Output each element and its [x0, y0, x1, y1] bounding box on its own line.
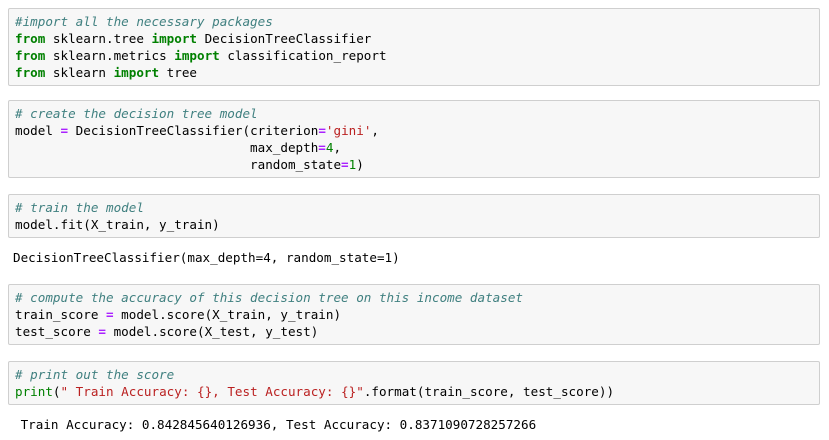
code-token: = [60, 123, 69, 138]
code-line: max_depth=4, [15, 139, 813, 156]
code-token: = [318, 123, 326, 138]
code-token: model.fit(X_train, y_train) [15, 217, 220, 232]
code-token: 4 [325, 140, 334, 155]
code-token: random_state [15, 157, 342, 172]
code-token: test_score [15, 324, 99, 339]
code-cell-train[interactable]: # train the model model.fit(X_train, y_t… [8, 194, 820, 238]
code-token: import [151, 31, 198, 46]
code-token: ) [356, 157, 364, 172]
code-token: = [98, 324, 106, 339]
code-cell-score[interactable]: # compute the accuracy of this decision … [8, 284, 820, 345]
code-token: max_depth [15, 140, 319, 155]
code-token: # train the model [15, 200, 144, 215]
code-token: print [15, 384, 53, 399]
code-line: #import all the necessary packages [15, 13, 813, 30]
code-token: from [15, 48, 46, 63]
output-print: Train Accuracy: 0.842845640126936, Test … [13, 417, 537, 432]
code-line: test_score = model.score(X_test, y_test) [15, 323, 813, 340]
code-line: # create the decision tree model [15, 105, 813, 122]
code-token: sklearn [45, 65, 114, 80]
code-line: # print out the score [15, 366, 813, 383]
code-token: 'gini' [325, 123, 372, 138]
code-token: 1 [348, 157, 357, 172]
code-line: from sklearn import tree [15, 64, 813, 81]
code-line: train_score = model.score(X_train, y_tra… [15, 306, 813, 323]
code-token: = [318, 140, 326, 155]
code-token: model [15, 123, 61, 138]
code-token: sklearn.tree [45, 31, 152, 46]
code-token: # compute the accuracy of this decision … [15, 290, 523, 305]
code-token: DecisionTreeClassifier [197, 31, 372, 46]
code-token: " Train Accuracy: {}, Test Accuracy: {}" [60, 384, 364, 399]
code-line: from sklearn.tree import DecisionTreeCla… [15, 30, 813, 47]
code-token: .format(train_score, test_score)) [363, 384, 615, 399]
code-token: = [106, 307, 114, 322]
code-line: model.fit(X_train, y_train) [15, 216, 813, 233]
output-train: DecisionTreeClassifier(max_depth=4, rand… [13, 250, 400, 265]
code-cell-create-model[interactable]: # create the decision tree model model =… [8, 100, 820, 178]
code-token: tree [159, 65, 198, 80]
code-token: # create the decision tree model [15, 106, 258, 121]
code-line: # compute the accuracy of this decision … [15, 289, 813, 306]
code-cell-imports[interactable]: #import all the necessary packages from … [8, 8, 820, 86]
code-token: # print out the score [15, 367, 175, 382]
code-token: model.score(X_train, y_train) [113, 307, 342, 322]
code-token: , [371, 123, 379, 138]
code-token: = [341, 157, 349, 172]
code-token: #import all the necessary packages [15, 14, 273, 29]
code-token: import [113, 65, 160, 80]
code-line: # train the model [15, 199, 813, 216]
code-line: random_state=1) [15, 156, 813, 173]
code-token: from [15, 65, 46, 80]
code-token: import [174, 48, 220, 63]
code-token: from [15, 31, 46, 46]
code-token: classification_report [219, 48, 387, 63]
code-token: model.score(X_test, y_test) [106, 324, 319, 339]
code-token: , [333, 140, 342, 155]
code-line: model = DecisionTreeClassifier(criterion… [15, 122, 813, 139]
code-token: sklearn.metrics [45, 48, 175, 63]
code-token: ( [52, 384, 61, 399]
code-cell-print[interactable]: # print out the score print(" Train Accu… [8, 361, 820, 405]
code-token: train_score [15, 307, 106, 322]
code-line: from sklearn.metrics import classificati… [15, 47, 813, 64]
code-line: print(" Train Accuracy: {}, Test Accurac… [15, 383, 813, 400]
code-token: DecisionTreeClassifier(criterion [68, 123, 319, 138]
